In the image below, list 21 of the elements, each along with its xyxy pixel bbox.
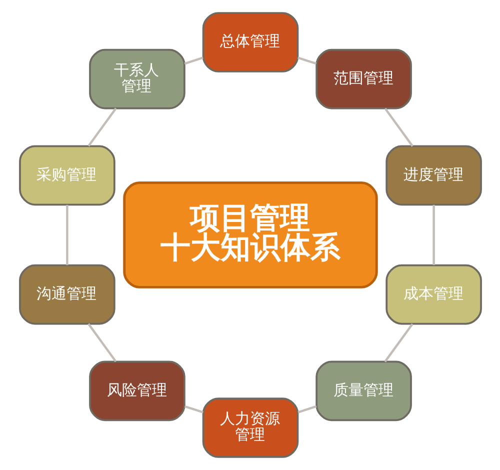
connector [87, 108, 116, 147]
connector [384, 108, 413, 147]
connector [432, 204, 434, 266]
connector [297, 405, 316, 414]
node-box: 风险管理 [88, 360, 185, 422]
node-box: 成本管理 [385, 264, 482, 325]
node-box: 沟通管理 [18, 264, 115, 325]
node-box: 质量管理 [315, 360, 412, 422]
node-box: 人力资源管理 [202, 398, 298, 458]
node-box: 范围管理 [315, 48, 412, 110]
connector [66, 204, 68, 266]
node-box: 总体管理 [202, 12, 298, 72]
node-box: 干系人管理 [88, 48, 185, 110]
connector [184, 405, 203, 414]
node-box: 进度管理 [385, 145, 482, 206]
connector [297, 56, 316, 65]
connector [384, 323, 413, 362]
connector [87, 323, 116, 362]
node-box: 采购管理 [18, 145, 115, 206]
connector [184, 56, 203, 65]
node-box: 项目管理十大知识体系 [122, 182, 378, 288]
